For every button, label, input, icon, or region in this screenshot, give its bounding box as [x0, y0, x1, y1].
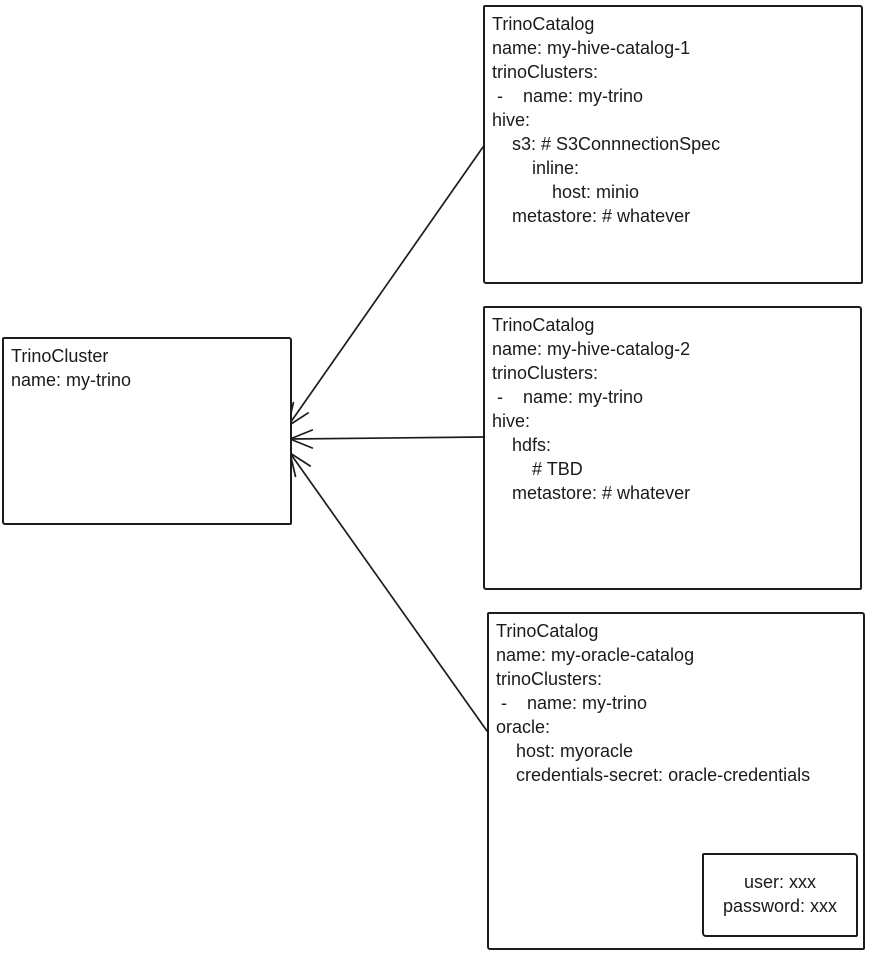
- arrow-catalog2-to-cluster: [289, 429, 484, 449]
- arrow-catalog3-to-cluster: [289, 452, 488, 732]
- arrow-catalog1-to-cluster: [287, 146, 484, 427]
- trino-cluster-text: TrinoCluster name: my-trino: [11, 346, 132, 390]
- node-trino-catalog-hive-1: TrinoCatalog name: my-hive-catalog-1 tri…: [483, 5, 863, 284]
- credentials-secret-text: user: xxx password: xxx: [722, 872, 838, 916]
- trino-catalog-hive-2-text: TrinoCatalog name: my-hive-catalog-2 tri…: [492, 315, 691, 503]
- trino-catalog-oracle-text: TrinoCatalog name: my-oracle-catalog tri…: [496, 621, 811, 785]
- node-trino-catalog-hive-2: TrinoCatalog name: my-hive-catalog-2 tri…: [483, 306, 862, 590]
- trino-catalog-hive-1-text: TrinoCatalog name: my-hive-catalog-1 tri…: [492, 14, 721, 226]
- node-credentials-secret: user: xxx password: xxx: [702, 853, 858, 937]
- node-trino-cluster: TrinoCluster name: my-trino: [2, 337, 292, 525]
